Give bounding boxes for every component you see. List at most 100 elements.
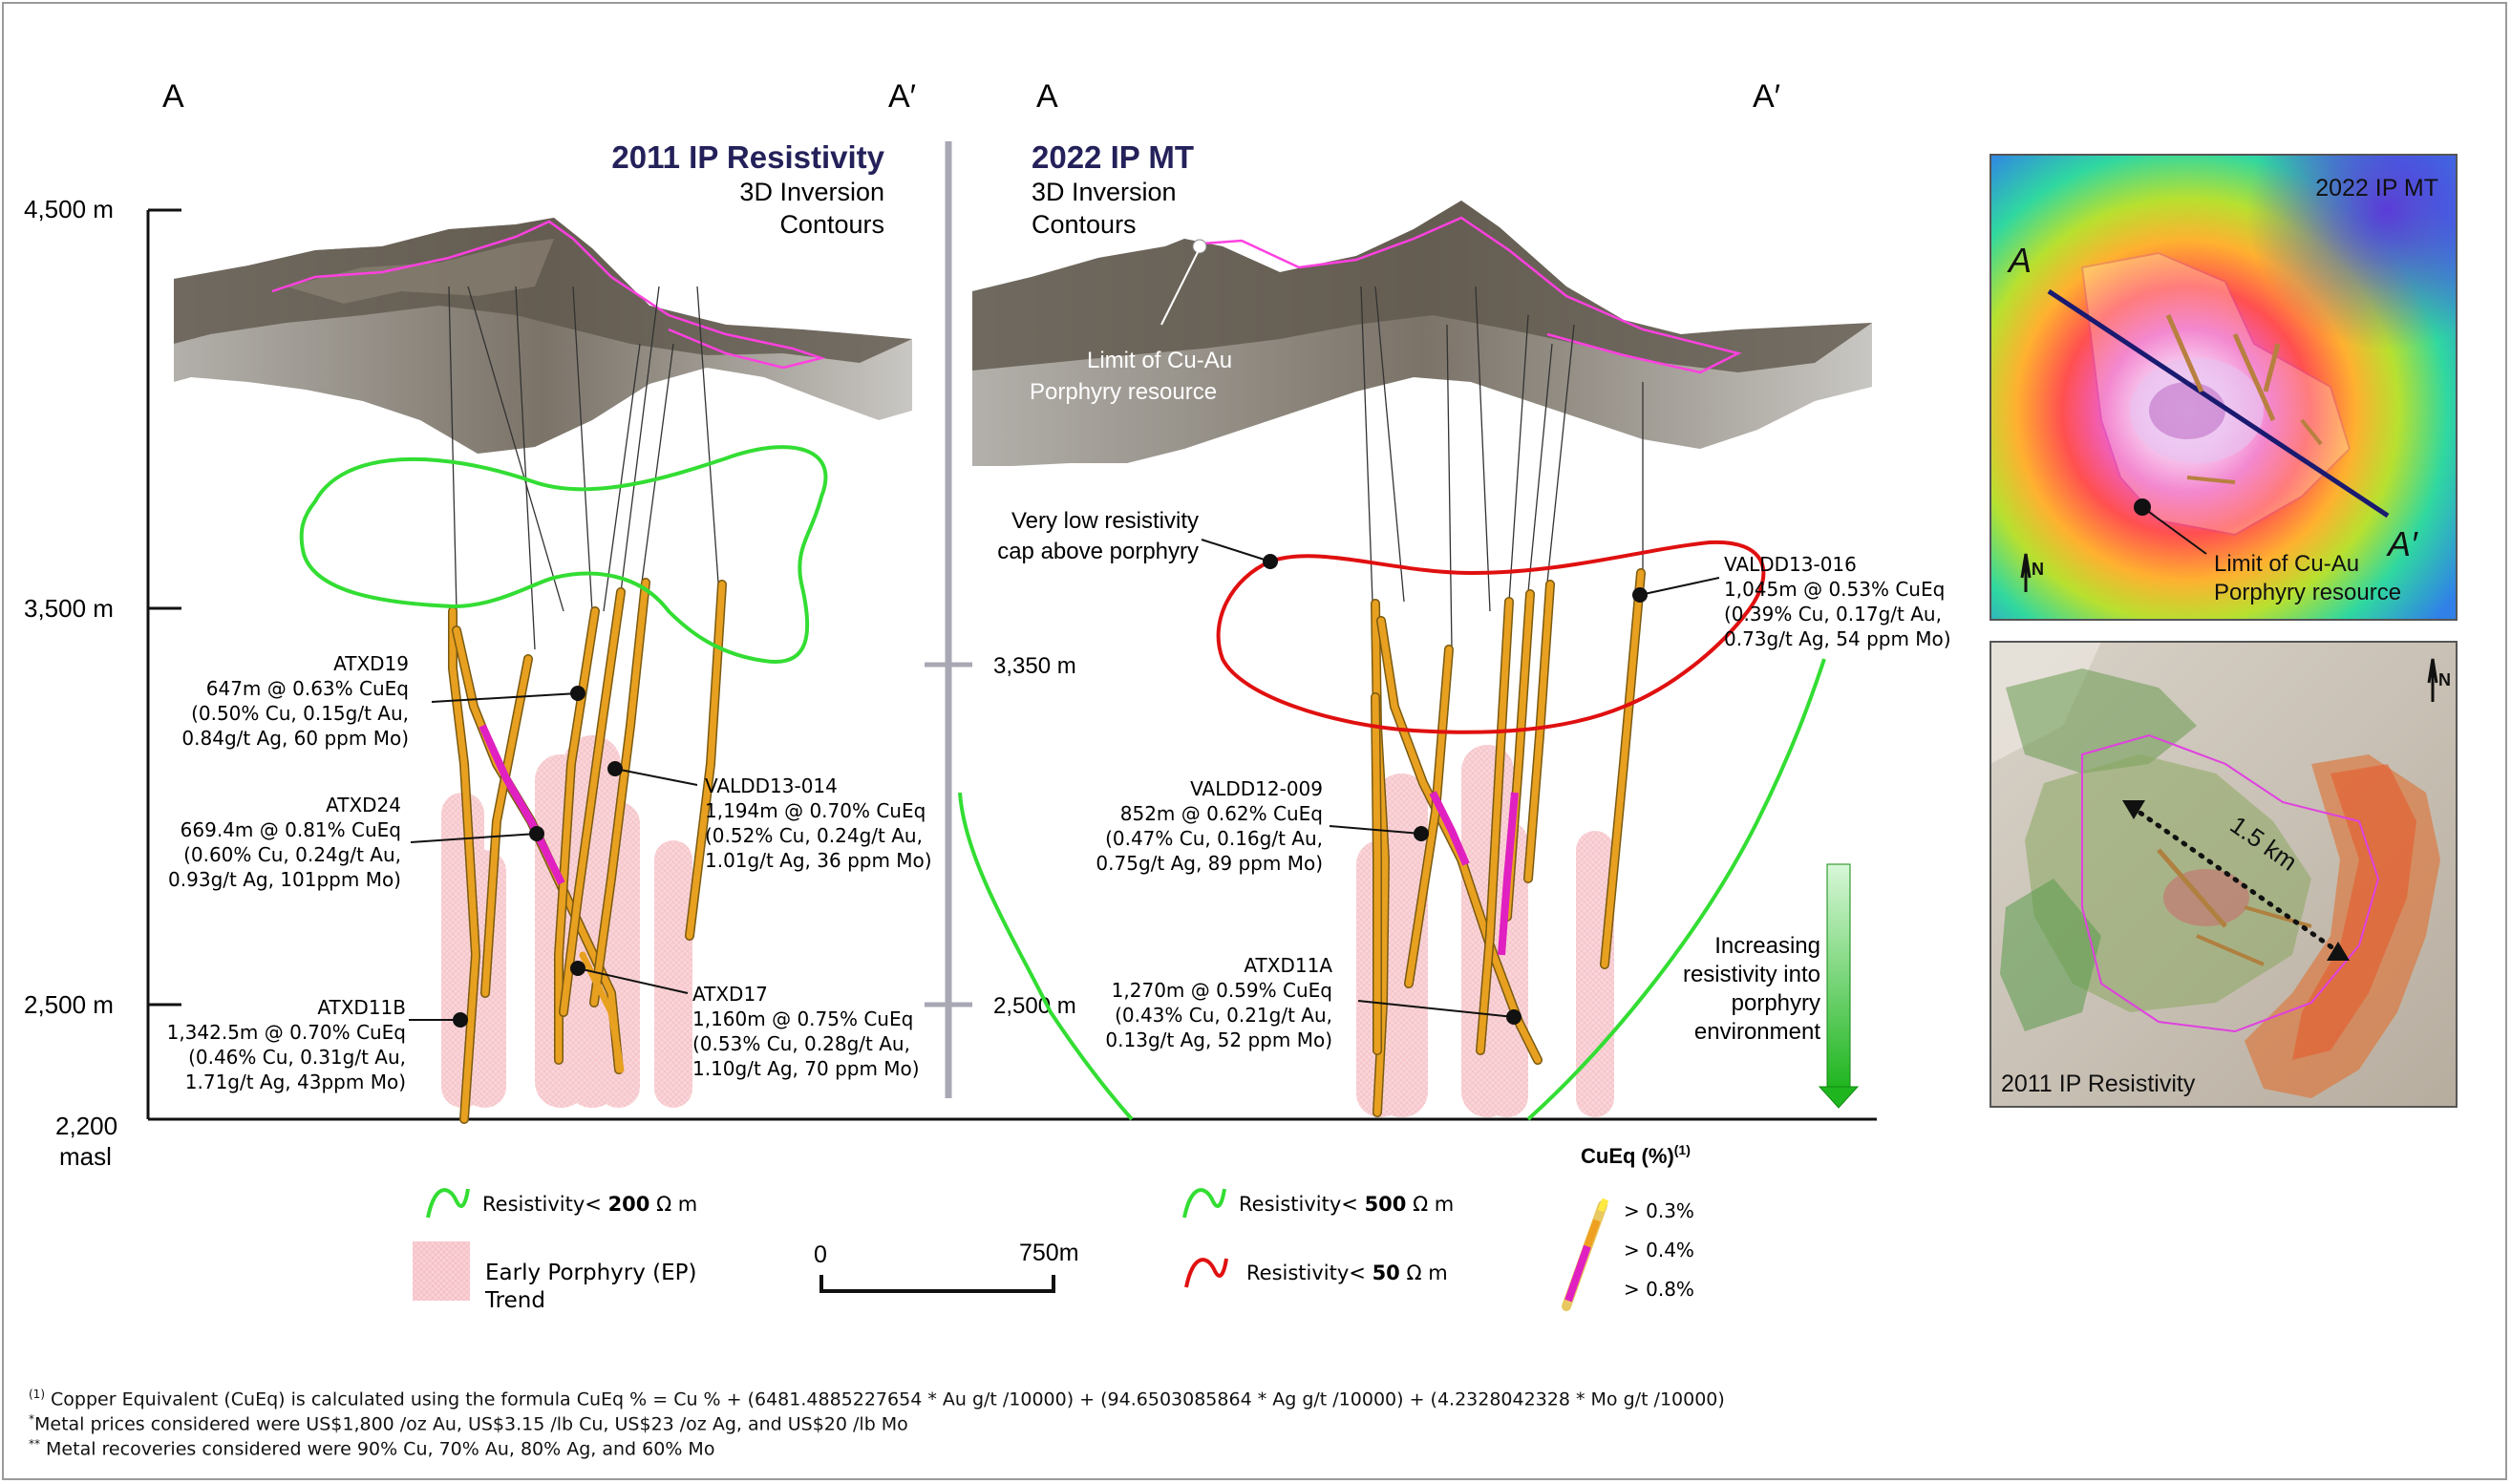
valdd12-009-line-2: (0.47% Cu, 0.16g/t Au, [1105,827,1323,850]
axis-label-masl: masl [59,1142,112,1171]
scale-start-label: 0 [814,1241,827,1268]
valdd13-014-line-3: 1.01g/t Ag, 36 ppm Mo) [705,849,932,872]
atxd24-line-2: (0.60% Cu, 0.24g/t Au, [183,843,401,866]
increasing-label-2: resistivity into [1683,962,1820,987]
right-section-start: A [1036,78,1058,115]
legend-cueq-3: > 0.8% [1624,1278,1694,1301]
axis-label-4500: 4,500 m [24,195,114,223]
legend-cueq-2: > 0.4% [1624,1239,1694,1261]
right-panel-title: 2022 IP MT [1032,139,1194,175]
right-high-grade-interval-1 [1429,791,1470,866]
valdd13-016-line-2: (0.39% Cu, 0.17g/t Au, [1724,603,1942,625]
legend-res500-swatch [1182,1188,1226,1219]
left-panel-title: 2011 IP Resistivity [611,139,884,175]
legend-cueq-drill-swatch [1562,1198,1609,1311]
atxd17-line-1: 1,160m @ 0.75% CuEq [692,1007,913,1030]
left-panel-subtitle-2: Contours [779,210,884,239]
inset-mt-limit-2: Porphyry resource [2214,580,2401,605]
footnote-3: ** Metal recoveries considered were 90% … [29,1437,715,1460]
divider-label-2500: 2,500 m [993,993,1076,1019]
inset-mt-title: 2022 IP MT [2315,175,2438,201]
resource-limit-label-1: Limit of Cu-Au [1087,348,1232,373]
atxd11b-name: ATXD11B [317,996,406,1019]
callout-atxd11b [409,1012,468,1028]
atxd11a-line-1: 1,270m @ 0.59% CuEq [1112,979,1332,1002]
right-section-end: A′ [1753,78,1780,115]
valdd13-016-line-3: 0.73g/t Ag, 54 ppm Mo) [1724,627,1951,650]
cap-leader [1201,539,1271,562]
inset-mt-north-label: N [2032,560,2044,579]
valdd13-014-line-1: 1,194m @ 0.70% CuEq [705,799,926,822]
axis-label-2200: 2,200 [55,1112,117,1140]
legend-res50-label: Resistivity< 50 Ω m [1246,1261,1448,1284]
right-resistivity-500-curve-left [958,792,1134,1121]
valdd12-009-name: VALDD12-009 [1190,777,1323,800]
legend-ep-label-2: Trend [484,1288,545,1313]
atxd11a-line-2: (0.43% Cu, 0.21g/t Au, [1115,1004,1332,1027]
right-resistivity-500-curve-right [1526,658,1826,1121]
scale-end-label: 750m [1019,1240,1079,1266]
valdd12-009-line-1: 852m @ 0.62% CuEq [1120,802,1323,825]
valdd13-014-name: VALDD13-014 [705,774,838,797]
atxd11a-name: ATXD11A [1244,954,1332,977]
inset-mt-a-prime: A′ [2386,524,2418,563]
axis-label-2500: 2,500 m [24,990,114,1019]
increasing-resistivity-arrow-shaft [1826,863,1851,1090]
atxd24-line-3: 0.93g/t Ag, 101ppm Mo) [168,868,401,891]
cap-marker [1263,554,1278,569]
right-early-porphyry-bodies [1356,745,1614,1117]
resource-limit-label-2: Porphyry resource [1030,379,1217,405]
inset-res-north-label: N [2438,670,2451,689]
valdd13-016-name: VALDD13-016 [1724,553,1857,576]
legend-ep-label-1: Early Porphyry (EP) [485,1261,697,1285]
atxd11b-line-2: (0.46% Cu, 0.31g/t Au, [188,1046,406,1069]
atxd19-line-1: 647m @ 0.63% CuEq [206,677,409,700]
right-panel-subtitle-1: 3D Inversion [1032,178,1177,206]
atxd11b-line-3: 1.71g/t Ag, 43ppm Mo) [185,1071,406,1093]
left-drill-holes [448,578,727,1124]
callout-atxd11a [1357,1000,1521,1025]
valdd12-009-line-3: 0.75g/t Ag, 89 ppm Mo) [1096,852,1323,875]
axis-label-3500: 3,500 m [24,594,114,623]
left-low-resistivity-contour [299,445,828,665]
left-high-grade-interval [479,724,565,885]
atxd17-line-3: 1.10g/t Ag, 70 ppm Mo) [692,1057,920,1080]
callout-valdd12-009 [1329,825,1429,841]
legend-res50-swatch [1184,1258,1228,1288]
elevation-axis [146,208,1877,1121]
cap-label-2: cap above porphyry [997,539,1199,564]
left-section-end: A′ [888,78,916,115]
legend-res200-label: Resistivity< 200 Ω m [482,1193,697,1216]
atxd24-line-1: 669.4m @ 0.81% CuEq [181,818,401,841]
atxd17-name: ATXD17 [692,983,768,1006]
atxd19-line-2: (0.50% Cu, 0.15g/t Au, [191,702,409,725]
footnote-2: *Metal prices considered were US$1,800 /… [29,1412,908,1435]
legend-res200-swatch [426,1188,470,1219]
resource-limit-leader [1160,247,1201,326]
footnote-1: (1) Copper Equivalent (CuEq) is calculat… [29,1388,1725,1410]
valdd13-016-line-1: 1,045m @ 0.53% CuEq [1724,578,1945,601]
divider-label-3350: 3,350 m [993,653,1076,679]
right-panel-subtitle-2: Contours [1032,210,1137,239]
scale-bar [819,1275,1055,1293]
callout-atxd24 [410,826,544,843]
inset-mt-a: A [2007,241,2032,280]
atxd17-line-2: (0.53% Cu, 0.28g/t Au, [692,1032,910,1055]
legend-cueq-1: > 0.3% [1624,1199,1694,1222]
legend-ep-swatch [413,1241,470,1301]
increasing-label-4: environment [1694,1019,1820,1045]
atxd11b-line-1: 1,342.5m @ 0.70% CuEq [167,1021,406,1044]
left-terrain-surface [174,218,912,454]
right-very-low-resistivity-contour [1216,540,1766,734]
inset-resistivity-map [1990,641,2458,1108]
atxd19-name: ATXD19 [333,652,409,675]
atxd24-name: ATXD24 [326,794,401,816]
left-drill-traces [448,286,719,650]
atxd11a-line-3: 0.13g/t Ag, 52 ppm Mo) [1105,1028,1332,1051]
right-drill-traces [1360,286,1644,650]
inset-mt-limit-1: Limit of Cu-Au [2214,551,2359,577]
resource-limit-marker [1192,239,1207,254]
legend-cueq-title: CuEq (%)(1) [1581,1142,1691,1168]
inset-mt-map [1990,154,2458,621]
